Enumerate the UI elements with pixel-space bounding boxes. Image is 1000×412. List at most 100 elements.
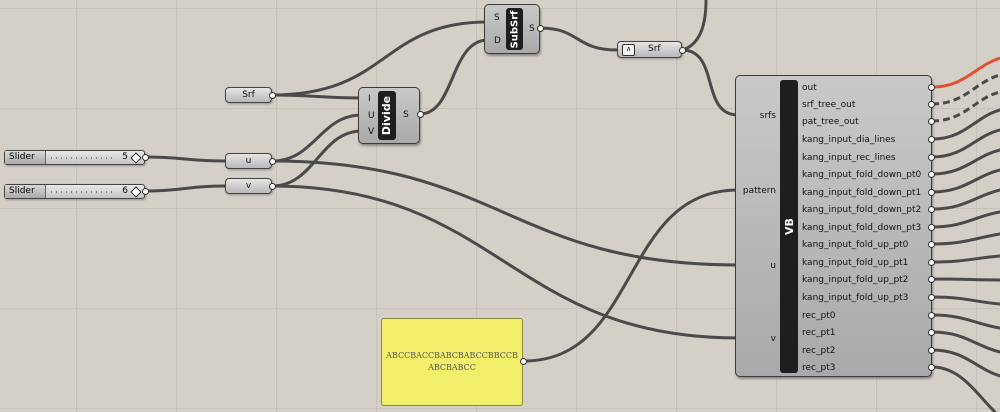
wire-out-15 xyxy=(930,348,1000,378)
vb-output-rec-pt3[interactable]: rec_pt3 xyxy=(802,363,836,373)
vb-output-rec-pt2[interactable]: rec_pt2 xyxy=(802,346,836,356)
vb-output-out[interactable]: out xyxy=(802,83,817,93)
u-output-grip[interactable] xyxy=(269,158,276,165)
slider-diamond-icon[interactable] xyxy=(130,152,142,164)
vb-out-grip-0[interactable] xyxy=(928,84,935,91)
srf-param-output-grip[interactable] xyxy=(679,47,686,54)
vb-out-grip-7[interactable] xyxy=(928,206,935,213)
divide-input-u[interactable]: U xyxy=(368,111,375,121)
slider-v-count[interactable]: Slider 6 xyxy=(4,184,145,199)
slider-track[interactable] xyxy=(51,157,114,159)
vb-output-pat-tree-out[interactable]: pat_tree_out xyxy=(802,117,859,127)
wire-u-vb-u xyxy=(270,159,740,267)
vb-out-grip-15[interactable] xyxy=(928,347,935,354)
vb-out-grip-1[interactable] xyxy=(928,101,935,108)
vb-out-grip-16[interactable] xyxy=(928,364,935,371)
slider-diamond-icon[interactable] xyxy=(130,186,142,198)
vb-output-rec-pt0[interactable]: rec_pt0 xyxy=(802,311,836,321)
vb-input-u[interactable]: u xyxy=(770,261,776,271)
vb-input-srfs[interactable]: srfs xyxy=(759,111,776,121)
vb-out-grip-4[interactable] xyxy=(928,154,935,161)
vb-component[interactable]: srfs pattern u v VB out srf_tree_out pat… xyxy=(735,75,932,377)
wire-out-11 xyxy=(930,277,1000,282)
srf-output-grip[interactable] xyxy=(269,92,276,99)
vb-output-fold-down-pt2[interactable]: kang_input_fold_down_pt2 xyxy=(802,205,922,215)
wire-out-3 xyxy=(930,108,1000,141)
vb-out-grip-12[interactable] xyxy=(928,294,935,301)
wire-out-7 xyxy=(930,188,1000,211)
slider1-output-grip[interactable] xyxy=(142,154,149,161)
slider-track[interactable] xyxy=(51,191,114,193)
srf-param[interactable]: Srf xyxy=(225,87,272,103)
vb-output-fold-up-pt3[interactable]: kang_input_fold_up_pt3 xyxy=(802,293,909,303)
divide-output-s[interactable]: S xyxy=(403,110,409,120)
vb-output-fold-down-pt1[interactable]: kang_input_fold_down_pt1 xyxy=(802,188,922,198)
vb-out-grip-5[interactable] xyxy=(928,171,935,178)
srf-output-param[interactable]: ∧ Srf xyxy=(617,41,682,58)
subsrf-nickname: SubSrf xyxy=(506,8,523,50)
wire-out-9 xyxy=(930,232,1000,246)
divide-input-v[interactable]: V xyxy=(368,127,375,137)
v-param-label: v xyxy=(245,181,252,191)
wire-panel-vb-pattern xyxy=(522,188,740,363)
u-param-label: u xyxy=(245,156,252,166)
subsrf-input-s[interactable]: S xyxy=(494,13,500,23)
vb-nickname: VB xyxy=(780,80,798,373)
vb-out-grip-11[interactable] xyxy=(928,276,935,283)
u-param[interactable]: u xyxy=(225,153,272,169)
panel-output-grip[interactable] xyxy=(520,358,527,365)
slider-label: Slider xyxy=(5,151,46,164)
vb-output-fold-up-pt2[interactable]: kang_input_fold_up_pt2 xyxy=(802,275,909,285)
divide-input-i[interactable]: I xyxy=(368,94,371,104)
vb-output-kang-input-dia-lines[interactable]: kang_input_dia_lines xyxy=(802,135,896,145)
v-param[interactable]: v xyxy=(225,178,272,194)
vb-out-grip-8[interactable] xyxy=(928,224,935,231)
slider-label: Slider xyxy=(5,185,46,198)
vb-out-grip-13[interactable] xyxy=(928,312,935,319)
wire-srf-subsrf xyxy=(270,20,490,97)
wire-out-13 xyxy=(930,313,1000,330)
wire-out-16 xyxy=(930,365,997,412)
wire-srf-tree-out xyxy=(931,73,1000,106)
wire-out-12 xyxy=(930,295,1000,306)
wire-out-6 xyxy=(930,168,1000,194)
subsrf-output-s[interactable]: S xyxy=(529,24,535,34)
wire-pat-tree-out xyxy=(931,90,1000,123)
subsrf-input-d[interactable]: D xyxy=(494,36,501,46)
wire-out-14 xyxy=(930,330,1000,354)
pattern-panel[interactable]: ABCCBACCBABCBABCCBBCCB ABCBABCC xyxy=(381,318,523,406)
subsrf-output-grip[interactable] xyxy=(537,25,544,32)
vb-out-grip-3[interactable] xyxy=(928,136,935,143)
v-output-grip[interactable] xyxy=(269,183,276,190)
wire-v-vb-v xyxy=(270,184,740,340)
slider-u-count[interactable]: Slider 5 xyxy=(4,150,145,165)
vb-out-grip-10[interactable] xyxy=(928,259,935,266)
slider-value: 5 xyxy=(122,152,128,162)
vb-out-grip-14[interactable] xyxy=(928,329,935,336)
vb-output-kang-input-rec-lines[interactable]: kang_input_rec_lines xyxy=(802,153,896,163)
vb-output-fold-down-pt0[interactable]: kang_input_fold_down_pt0 xyxy=(802,170,922,180)
graph-icon: ∧ xyxy=(622,44,635,56)
vb-input-pattern[interactable]: pattern xyxy=(742,186,776,196)
divide-component[interactable]: I U V Divide S xyxy=(358,87,420,144)
vb-input-v[interactable]: v xyxy=(770,334,776,344)
wire-out-8 xyxy=(930,210,1000,229)
vb-output-fold-up-pt1[interactable]: kang_input_fold_up_pt1 xyxy=(802,258,909,268)
vb-output-srf-tree-out[interactable]: srf_tree_out xyxy=(802,100,856,110)
vb-output-rec-pt1[interactable]: rec_pt1 xyxy=(802,328,836,338)
wire-divide-subsrf xyxy=(418,38,490,116)
wire-slider2-v xyxy=(143,184,227,193)
pattern-panel-text[interactable]: ABCCBACCBABCBABCCBBCCB ABCBABCC xyxy=(386,351,518,372)
divide-output-grip[interactable] xyxy=(417,111,424,118)
subsrf-component[interactable]: S D SubSrf S xyxy=(484,4,540,54)
wire-u-divide xyxy=(270,113,364,163)
vb-output-fold-down-pt3[interactable]: kang_input_fold_down_pt3 xyxy=(802,223,922,233)
vb-out-grip-9[interactable] xyxy=(928,241,935,248)
vb-output-fold-up-pt0[interactable]: kang_input_fold_up_pt0 xyxy=(802,240,909,250)
slider2-output-grip[interactable] xyxy=(142,188,149,195)
wire-slider1-u xyxy=(143,155,227,163)
divide-nickname: Divide xyxy=(378,91,396,140)
vb-out-grip-2[interactable] xyxy=(928,118,935,125)
vb-out-grip-6[interactable] xyxy=(928,189,935,196)
